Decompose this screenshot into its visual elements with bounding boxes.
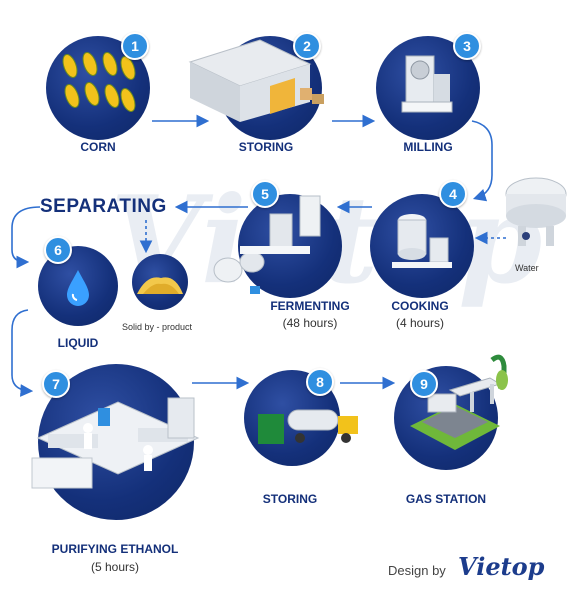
step-5-badge: 5 <box>251 180 279 208</box>
step-8-badge: 8 <box>306 368 334 396</box>
step-3-badge: 3 <box>453 32 481 60</box>
step-7-title: PURIFYING ETHANOL <box>51 542 179 556</box>
step-6-badge: 6 <box>44 236 72 264</box>
step-7-duration: (5 hours) <box>90 560 140 574</box>
step-4-badge: 4 <box>439 180 467 208</box>
step-5-title: FERMENTING <box>270 299 350 313</box>
arrow-6-7 <box>11 309 34 397</box>
step-9-badge: 9 <box>410 370 438 398</box>
step-5-duration: (48 hours) <box>282 316 338 330</box>
step-9-title: GAS STATION <box>405 492 487 506</box>
step-2-badge: 2 <box>293 32 321 60</box>
separating-label: SEPARATING <box>40 196 167 217</box>
step-2-title: STORING <box>238 140 294 154</box>
water-drop-icon <box>67 270 89 306</box>
water-label: Water <box>515 263 539 273</box>
fermenter-icon <box>213 195 321 294</box>
step-1-badge: 1 <box>121 32 149 60</box>
corn-icon <box>62 52 136 112</box>
grain-pile-icon <box>137 277 183 294</box>
step-3-title: MILLING <box>403 140 453 154</box>
tanker-truck-icon <box>258 409 358 444</box>
warehouse-icon <box>188 39 324 122</box>
step-4-title: COOKING <box>391 299 449 313</box>
brand-logo: Vietop <box>458 552 545 581</box>
step-4-duration: (4 hours) <box>395 316 445 330</box>
gas-station-icon <box>410 354 508 450</box>
arrow-3-4 <box>471 120 493 202</box>
water-tank-icon <box>505 177 567 246</box>
step-1-title: CORN <box>80 140 116 154</box>
step-7-badge: 7 <box>42 370 70 398</box>
credit-prefix: Design by <box>388 563 446 578</box>
step-8-title: STORING <box>262 492 318 506</box>
arrow-separating-6 <box>11 206 41 269</box>
cooking-tanks-icon <box>392 214 452 268</box>
laboratory-icon <box>31 397 200 489</box>
solid-byproduct-label: Solid by - product <box>122 322 193 332</box>
mill-machine-icon <box>401 55 453 113</box>
step-6-title: LIQUID <box>57 336 99 350</box>
